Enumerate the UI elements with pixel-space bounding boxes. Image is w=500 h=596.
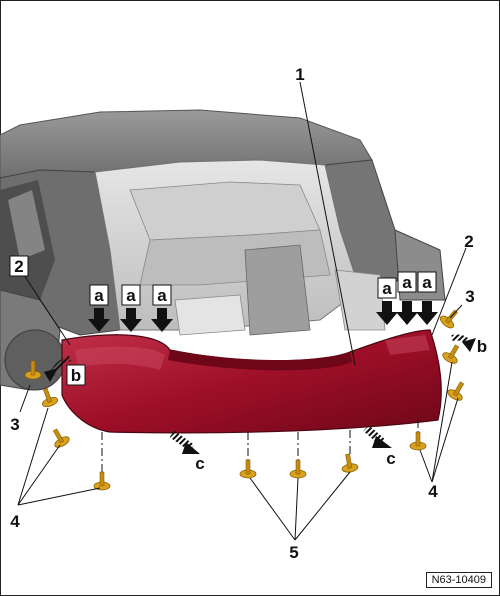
label-a-5: a [402,273,412,292]
label-c-right: c [386,449,395,468]
label-b-right: b [477,337,487,356]
screw-5c [339,452,359,474]
label-4-left: 4 [10,512,20,531]
label-a-6: a [422,273,432,292]
label-a-2: a [126,286,136,305]
label-1: 1 [295,65,304,84]
arrow-a-5 [396,301,418,325]
label-3-right: 3 [465,287,474,306]
arrow-c-right [372,436,392,448]
screw-left-4 [93,471,111,491]
callout-leaders [17,81,467,541]
label-4-right: 4 [428,482,438,501]
label-2-left: 2 [14,257,23,276]
label-a-1: a [94,286,104,305]
arrow-b-left [44,368,58,382]
label-b-left: b [71,366,81,385]
figure-reference: N63-10409 [425,572,492,588]
label-box-a5 [397,271,417,293]
label-2-right: 2 [464,232,473,251]
label-a-4: a [382,279,392,298]
label-box-a2 [121,284,141,306]
label-box-a3 [152,284,172,306]
arrow-c-left [182,442,200,454]
label-box-a4 [377,277,397,299]
clip-right-4b [440,341,465,366]
screw-right-4 [409,431,427,451]
label-3-left: 3 [10,415,19,434]
car-body [0,109,446,391]
callout-numbers: 1 2 3 3 b c c 4 4 5 [10,65,487,562]
direction-arrows [44,334,476,454]
rear-bumper-cover [61,329,442,434]
screw-5a [239,459,257,479]
arrow-b-right [462,338,476,352]
label-box-b [66,364,86,386]
label-box-2 [9,255,29,277]
label-a-3: a [157,286,167,305]
label-box-a1 [89,284,109,306]
label-box-a6 [417,271,437,293]
screw-5b [289,459,307,479]
arrow-a-6 [416,301,438,325]
boxed-labels: a a a a a a b 2 [9,255,437,386]
label-c-left: c [195,454,204,473]
label-5: 5 [289,543,298,562]
